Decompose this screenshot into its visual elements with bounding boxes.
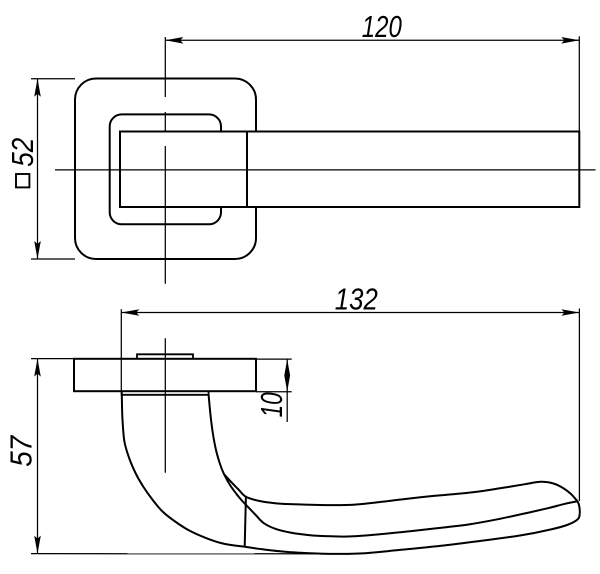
svg-text:57: 57 — [4, 434, 39, 467]
svg-text:52: 52 — [5, 138, 40, 167]
svg-text:132: 132 — [335, 282, 378, 317]
svg-text:10: 10 — [254, 392, 289, 417]
svg-text:120: 120 — [362, 9, 402, 44]
